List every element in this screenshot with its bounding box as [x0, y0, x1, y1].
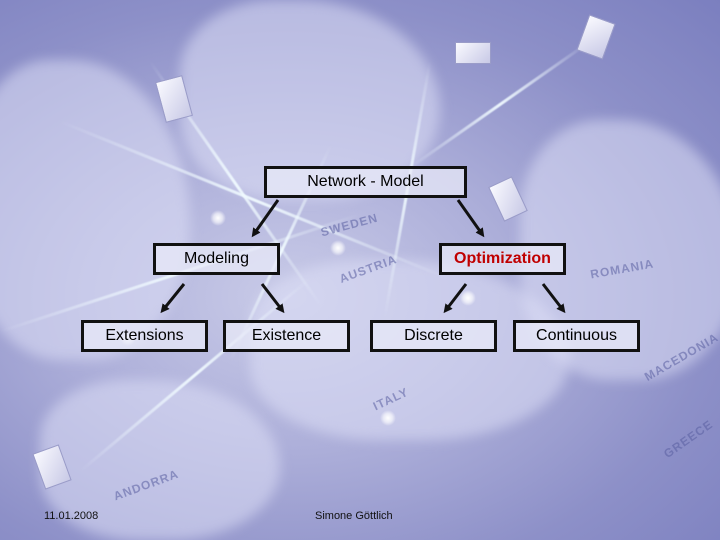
node-existence: Existence: [223, 320, 350, 352]
arrow-modeling-to-extensions: [160, 283, 186, 314]
arrow-optimization-to-discrete: [443, 283, 468, 314]
node-extensions: Extensions: [81, 320, 208, 352]
node-discrete: Discrete: [370, 320, 497, 352]
node-optimization: Optimization: [439, 243, 566, 275]
arrow-root-to-modeling: [251, 199, 280, 238]
node-network-model: Network - Model: [264, 166, 467, 198]
arrow-root-to-optimization: [456, 199, 485, 238]
node-modeling: Modeling: [153, 243, 280, 275]
node-continuous: Continuous: [513, 320, 640, 352]
arrow-optimization-to-continuous: [541, 283, 566, 314]
footer-date: 11.01.2008: [44, 510, 99, 522]
footer-author: Simone Göttlich: [315, 510, 393, 522]
arrow-modeling-to-existence: [260, 283, 285, 314]
